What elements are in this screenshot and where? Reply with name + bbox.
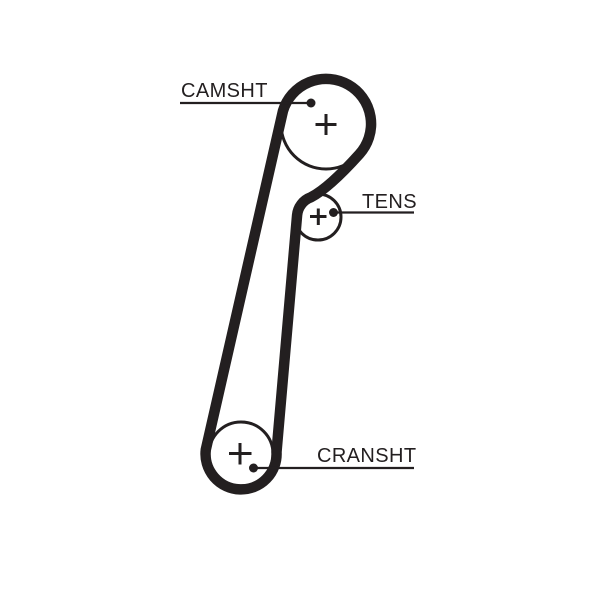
camshaft-center-cross-icon [315, 114, 337, 135]
crankshaft-label: CRANSHT [317, 445, 416, 467]
camshaft-callout: CAMSHT [180, 80, 316, 108]
crankshaft-center-cross-icon [229, 443, 252, 465]
tensioner-label: TENS [362, 191, 417, 213]
tensioner-leader-dot [329, 208, 338, 217]
camshaft-leader-dot [306, 98, 316, 108]
crankshaft-leader-dot [249, 463, 258, 473]
tensioner-callout: TENS [329, 191, 417, 217]
timing-belt [200, 73, 377, 495]
tensioner-center-cross-icon [310, 208, 327, 225]
crankshaft-callout: CRANSHT [249, 445, 416, 473]
camshaft-label: CAMSHT [181, 80, 268, 102]
